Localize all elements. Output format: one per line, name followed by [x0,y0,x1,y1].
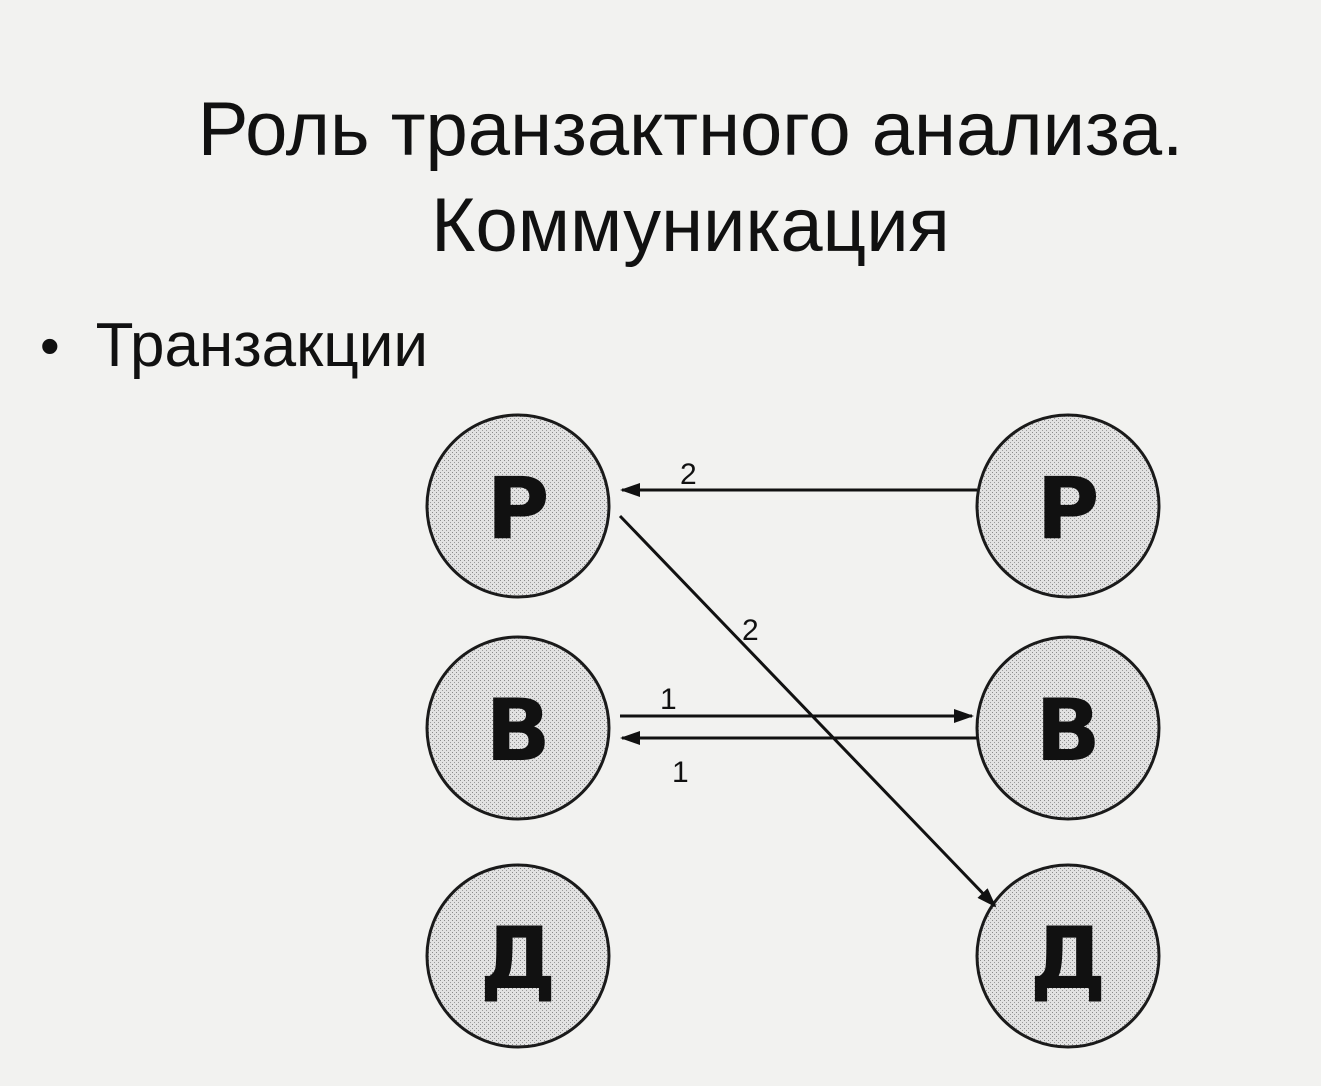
left-adult-label: В [485,681,551,781]
right-child-circle [975,863,1161,1049]
arrow-label-1-bottom: 1 [672,756,689,789]
right-person: Р В Д [975,413,1161,1049]
left-ego-state-parent: Р [425,413,611,599]
arrow-label-1-top: 1 [660,683,677,716]
left-adult-circle [425,635,611,821]
right-parent-label: Р [1036,459,1099,559]
right-ego-state-parent: Р [975,413,1161,599]
title-line-2: Коммуникация [431,183,950,268]
right-parent-circle [975,413,1161,599]
arrow-label-2-top: 2 [680,458,697,491]
left-parent-circle [425,413,611,599]
right-child-label: Д [1030,909,1107,1009]
left-child-label: Д [480,909,557,1009]
left-parent-label: Р [486,459,549,559]
transaction-adult-return: 1 [620,731,977,789]
right-ego-state-adult: В [975,635,1161,821]
arrow-label-2-diagonal: 2 [742,614,759,647]
left-ego-state-adult: В [425,635,611,821]
bullet-text: Транзакции [95,311,429,380]
left-person: Р В Д [425,413,611,1049]
transaction-parent-to-parent: 2 [620,458,977,497]
right-adult-label: В [1035,681,1101,781]
right-adult-circle [975,635,1161,821]
bullet-item: • Транзакции [40,310,428,381]
title-line-1: Роль транзактного анализа. [197,87,1184,172]
right-ego-state-child: Д [975,863,1161,1049]
transaction-adult-to-adult: 1 [620,683,974,723]
slide-title: Роль транзактного анализа. Коммуникация [60,82,1321,274]
left-ego-state-child: Д [425,863,611,1049]
transaction-parent-to-child: 2 [618,514,997,908]
arrow-left-parent-to-right-child [618,514,997,908]
left-child-circle [425,863,611,1049]
bullet-marker: • [40,314,60,377]
